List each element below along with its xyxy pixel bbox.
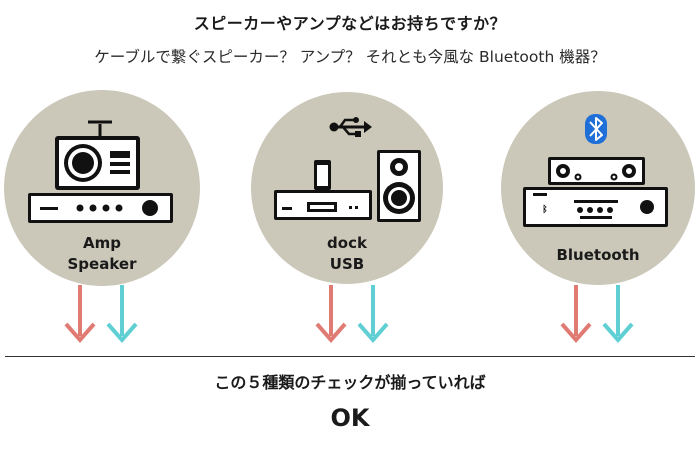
dock-label: dock USB [287, 233, 407, 275]
bluetooth-label-line1: Bluetooth [556, 246, 640, 264]
dock-circle [251, 92, 443, 284]
phone-dock-icon [274, 160, 372, 220]
bluetooth-output-arrows [560, 285, 634, 344]
page-subtitle: ケーブルで繋ぐスピーカー？ アンプ？ それとも今風な Bluetooth 機器？ [94, 48, 606, 66]
dock-label-line2: USB [329, 255, 365, 273]
amp-label-line2: Speaker [67, 255, 137, 273]
bluetooth-icon [585, 114, 607, 144]
amp-label-line1: Amp [83, 234, 121, 252]
divider [5, 356, 695, 357]
radio-icon [55, 120, 140, 190]
device-illustration: ᛒ [4, 90, 695, 344]
bluetooth-label: Bluetooth [538, 245, 658, 266]
amplifier-icon [28, 193, 173, 223]
ok-label: OK [330, 404, 370, 432]
amp-label: Amp Speaker [42, 233, 162, 275]
page-title: スピーカーやアンプなどはお持ちですか？ [193, 14, 507, 33]
footer-caption: この５種類のチェックが揃っていれば [214, 373, 486, 392]
bluetooth-speaker-icon [548, 157, 645, 185]
svg-text:ᛒ: ᛒ [542, 204, 547, 215]
amp-output-arrows [64, 285, 138, 344]
speaker-icon [377, 150, 421, 222]
usb-icon [329, 117, 372, 137]
dock-label-line1: dock [327, 234, 367, 252]
dock-output-arrows [315, 285, 389, 344]
bluetooth-receiver-icon: ᛒ [523, 187, 668, 227]
